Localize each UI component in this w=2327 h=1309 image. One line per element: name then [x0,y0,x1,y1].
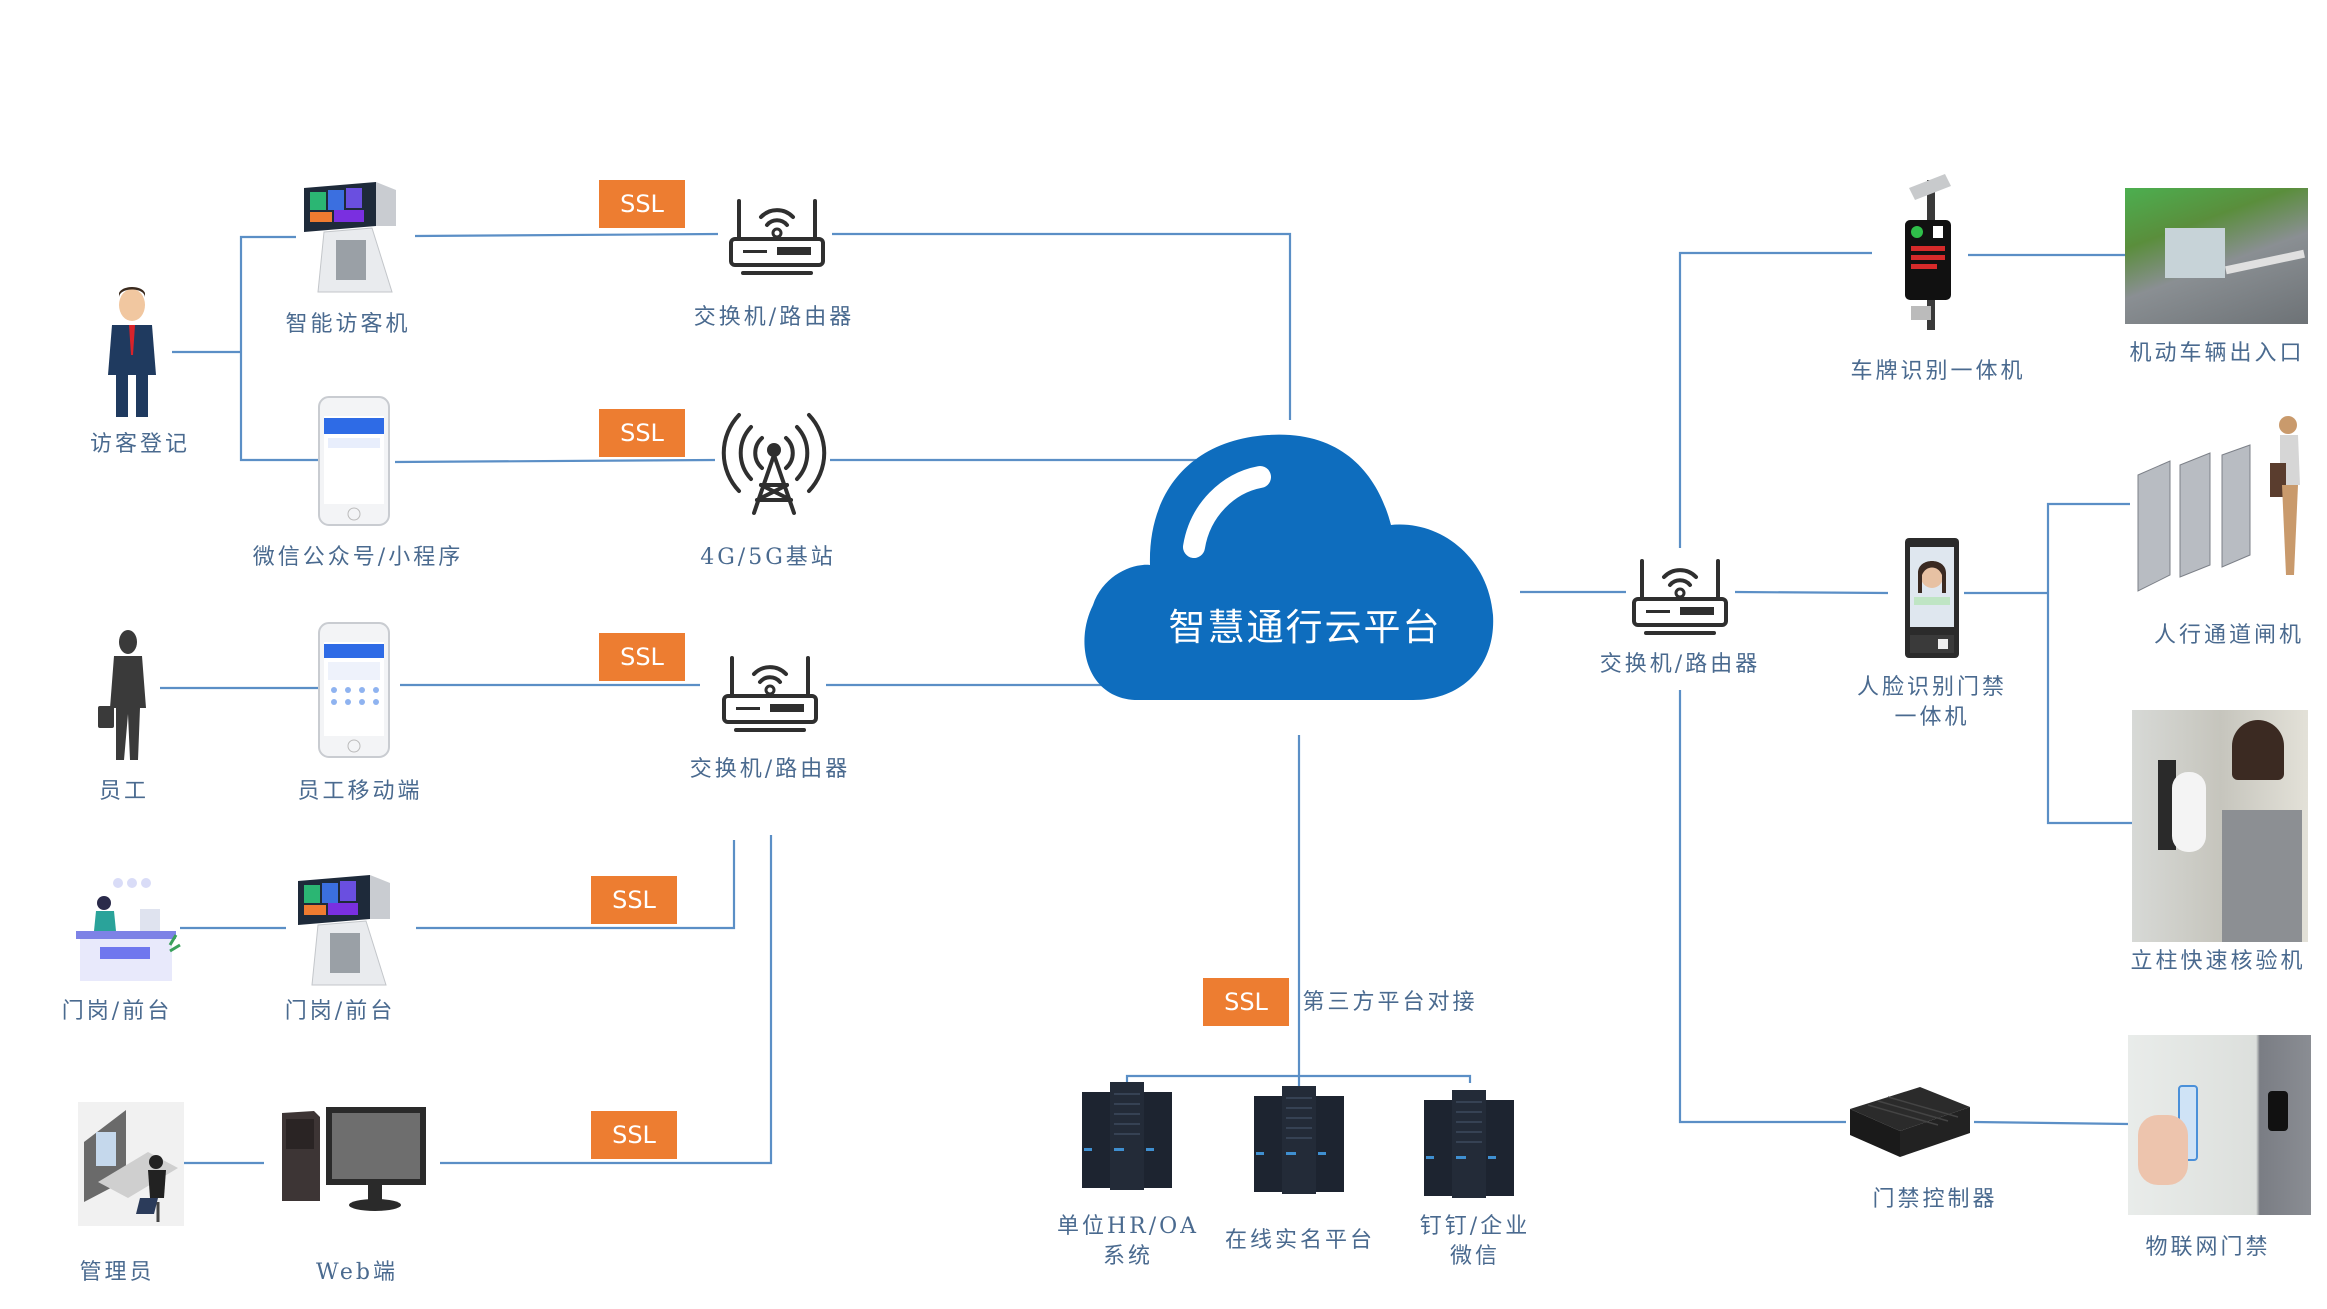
label-iot-door: 物联网门禁 [2145,1235,2271,1260]
smartphone-icon [318,396,390,526]
line-router-face [1734,590,1889,595]
cloud-platform-title: 智慧通行云平台 [1168,606,1442,649]
cloud-icon [1084,434,1494,700]
reception-desk-icon [76,878,181,981]
label-router-top: 交换机/路由器 [693,305,855,330]
face-terminal-icon [1905,538,1959,658]
employee-silhouette-icon [98,630,146,760]
line-controller-iot [1973,1120,2129,1126]
line-router1-cloud [832,232,1292,420]
wifi-router-icon [1632,559,1728,635]
label-line: 一体机 [1894,705,1970,730]
vehicle-gate-photo [2125,188,2308,324]
ssl-badge: SSL [599,409,685,457]
kiosk-icon [298,875,390,986]
iot-door-photo [2128,1035,2311,1215]
label-wechat: 微信公众号/小程序 [252,545,464,570]
label-face-terminal: 人脸识别门禁 一体机 [1857,673,2007,733]
server-rack-icon [1254,1086,1344,1194]
label-line: 在线实名平台 [1224,1228,1376,1253]
label-pillar: 立柱快速核验机 [2130,949,2306,974]
label-third-party: 第三方平台对接 [1302,990,1478,1015]
label-line: 单位HR/OA [1056,1214,1200,1239]
access-controller-icon [1850,1087,1970,1157]
server-rack-icon [1424,1090,1514,1198]
server-rack-icon [1082,1082,1172,1190]
label-front-desk-person: 门岗/前台 [61,999,173,1024]
line-turnstile-pillar [2046,502,2134,825]
label-admin: 管理员 [79,1260,155,1285]
pillar-verifier-photo [2132,710,2308,942]
label-web: Web端 [316,1260,398,1285]
ssl-badge: SSL [1203,978,1289,1026]
label-visitor-kiosk: 智能访客机 [285,312,411,337]
label-base-station: 4G/5G基站 [700,545,836,570]
label-server-hr-oa: 单位HR/OA 系统 [1057,1212,1199,1272]
line-kiosk-router1 [414,232,719,238]
smartphone-icon [318,622,390,758]
label-line: 钉钉/企业 [1419,1214,1531,1239]
ssl-badge: SSL [599,180,685,228]
label-server-dingtalk: 钉钉/企业 微信 [1420,1212,1530,1272]
label-employee-mobile: 员工移动端 [297,779,423,804]
label-controller: 门禁控制器 [1872,1187,1998,1212]
label-router-right: 交换机/路由器 [1599,652,1761,677]
line-visitor-kiosk [239,235,318,462]
label-router-mid: 交换机/路由器 [689,757,851,782]
label-vehicle-gate: 机动车辆出入口 [2129,341,2305,366]
wifi-router-icon [729,199,825,275]
ssl-badge: SSL [591,876,677,924]
businessman-icon [108,287,156,417]
label-line: 系统 [1102,1244,1153,1269]
label-turnstile: 人行通道闸机 [2153,623,2305,648]
label-visitor: 访客登记 [89,432,191,457]
ssl-badge: SSL [599,633,685,681]
label-employee: 员工 [98,779,150,804]
label-front-desk-kiosk: 门岗/前台 [284,999,396,1024]
line-router-lpr [1678,251,1872,548]
line-web-router3 [440,835,773,1165]
label-server-realname: 在线实名平台 [1225,1226,1375,1256]
line-kiosk-router3 [416,840,736,930]
admin-workstation-icon [78,1102,184,1226]
license-plate-camera-icon [1905,174,1951,330]
turnstile-photo [2130,405,2310,595]
kiosk-icon [304,182,396,293]
label-lpr: 车牌识别一体机 [1850,359,2026,384]
label-line: 人脸识别门禁 [1856,675,2008,700]
line-wechat-tower [394,458,716,464]
line-router-controller [1678,690,1846,1124]
ssl-badge: SSL [591,1111,677,1159]
wifi-router-icon [722,656,818,732]
desktop-computer-icon [282,1107,426,1211]
label-line: 微信 [1449,1244,1501,1269]
cell-tower-icon [721,413,827,515]
